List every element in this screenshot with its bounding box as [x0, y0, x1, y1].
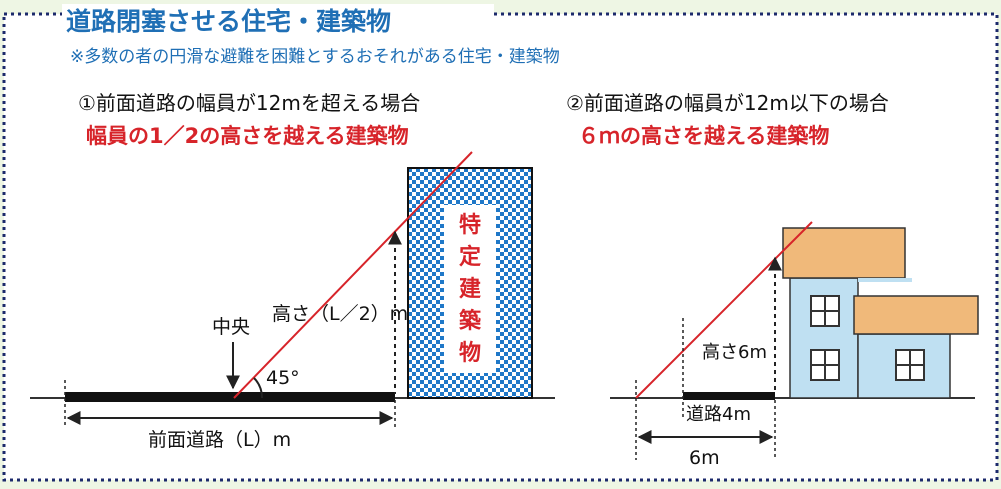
subtitle: ※多数の者の円滑な避難を困難とするおそれがある住宅・建築物 — [70, 47, 560, 67]
case1-heading: ①前面道路の幅員が12mを超える場合 — [78, 91, 420, 115]
case1-road — [65, 392, 395, 402]
house-annex-roof — [853, 295, 979, 335]
building-label-char-4: 築 — [458, 308, 482, 334]
case1-road-label: 前面道路（L）m — [148, 429, 291, 451]
specified-building-label-box — [444, 205, 496, 373]
case2-heading: ②前面道路の幅員が12m以下の場合 — [566, 91, 889, 115]
case2-45-degree-line — [635, 221, 813, 399]
case2-height-label: 高さ6m — [702, 342, 767, 363]
building-label-char-3: 建 — [459, 277, 481, 302]
house-window-lower — [810, 349, 840, 381]
case2-road — [683, 392, 775, 400]
angle-label: 45° — [266, 367, 300, 389]
case2-road-label: 道路4m — [686, 404, 751, 425]
building-label-char-5: 物 — [459, 340, 481, 366]
title-background — [62, 4, 494, 34]
building-label-char-1: 特 — [459, 212, 481, 238]
page-title: 道路閉塞させる住宅・建築物 — [66, 7, 391, 36]
case2-distance-label: 6m — [689, 447, 720, 469]
case1-height-label: 高さ（L／2）m — [272, 303, 408, 325]
house-window-upper — [810, 295, 840, 327]
case2-criterion: ６ｍの高さを越える建築物 — [578, 124, 829, 148]
case1-criterion: 幅員の1／2の高さを越える建築物 — [86, 124, 409, 148]
building-label-char-2: 定 — [459, 244, 481, 270]
case1-45-degree-line — [233, 151, 473, 399]
angle-arc — [253, 377, 264, 399]
house-window-annex — [895, 349, 925, 381]
house-main-roof — [782, 227, 906, 279]
house-wall-gap — [858, 278, 912, 282]
center-label: 中央 — [212, 316, 250, 338]
